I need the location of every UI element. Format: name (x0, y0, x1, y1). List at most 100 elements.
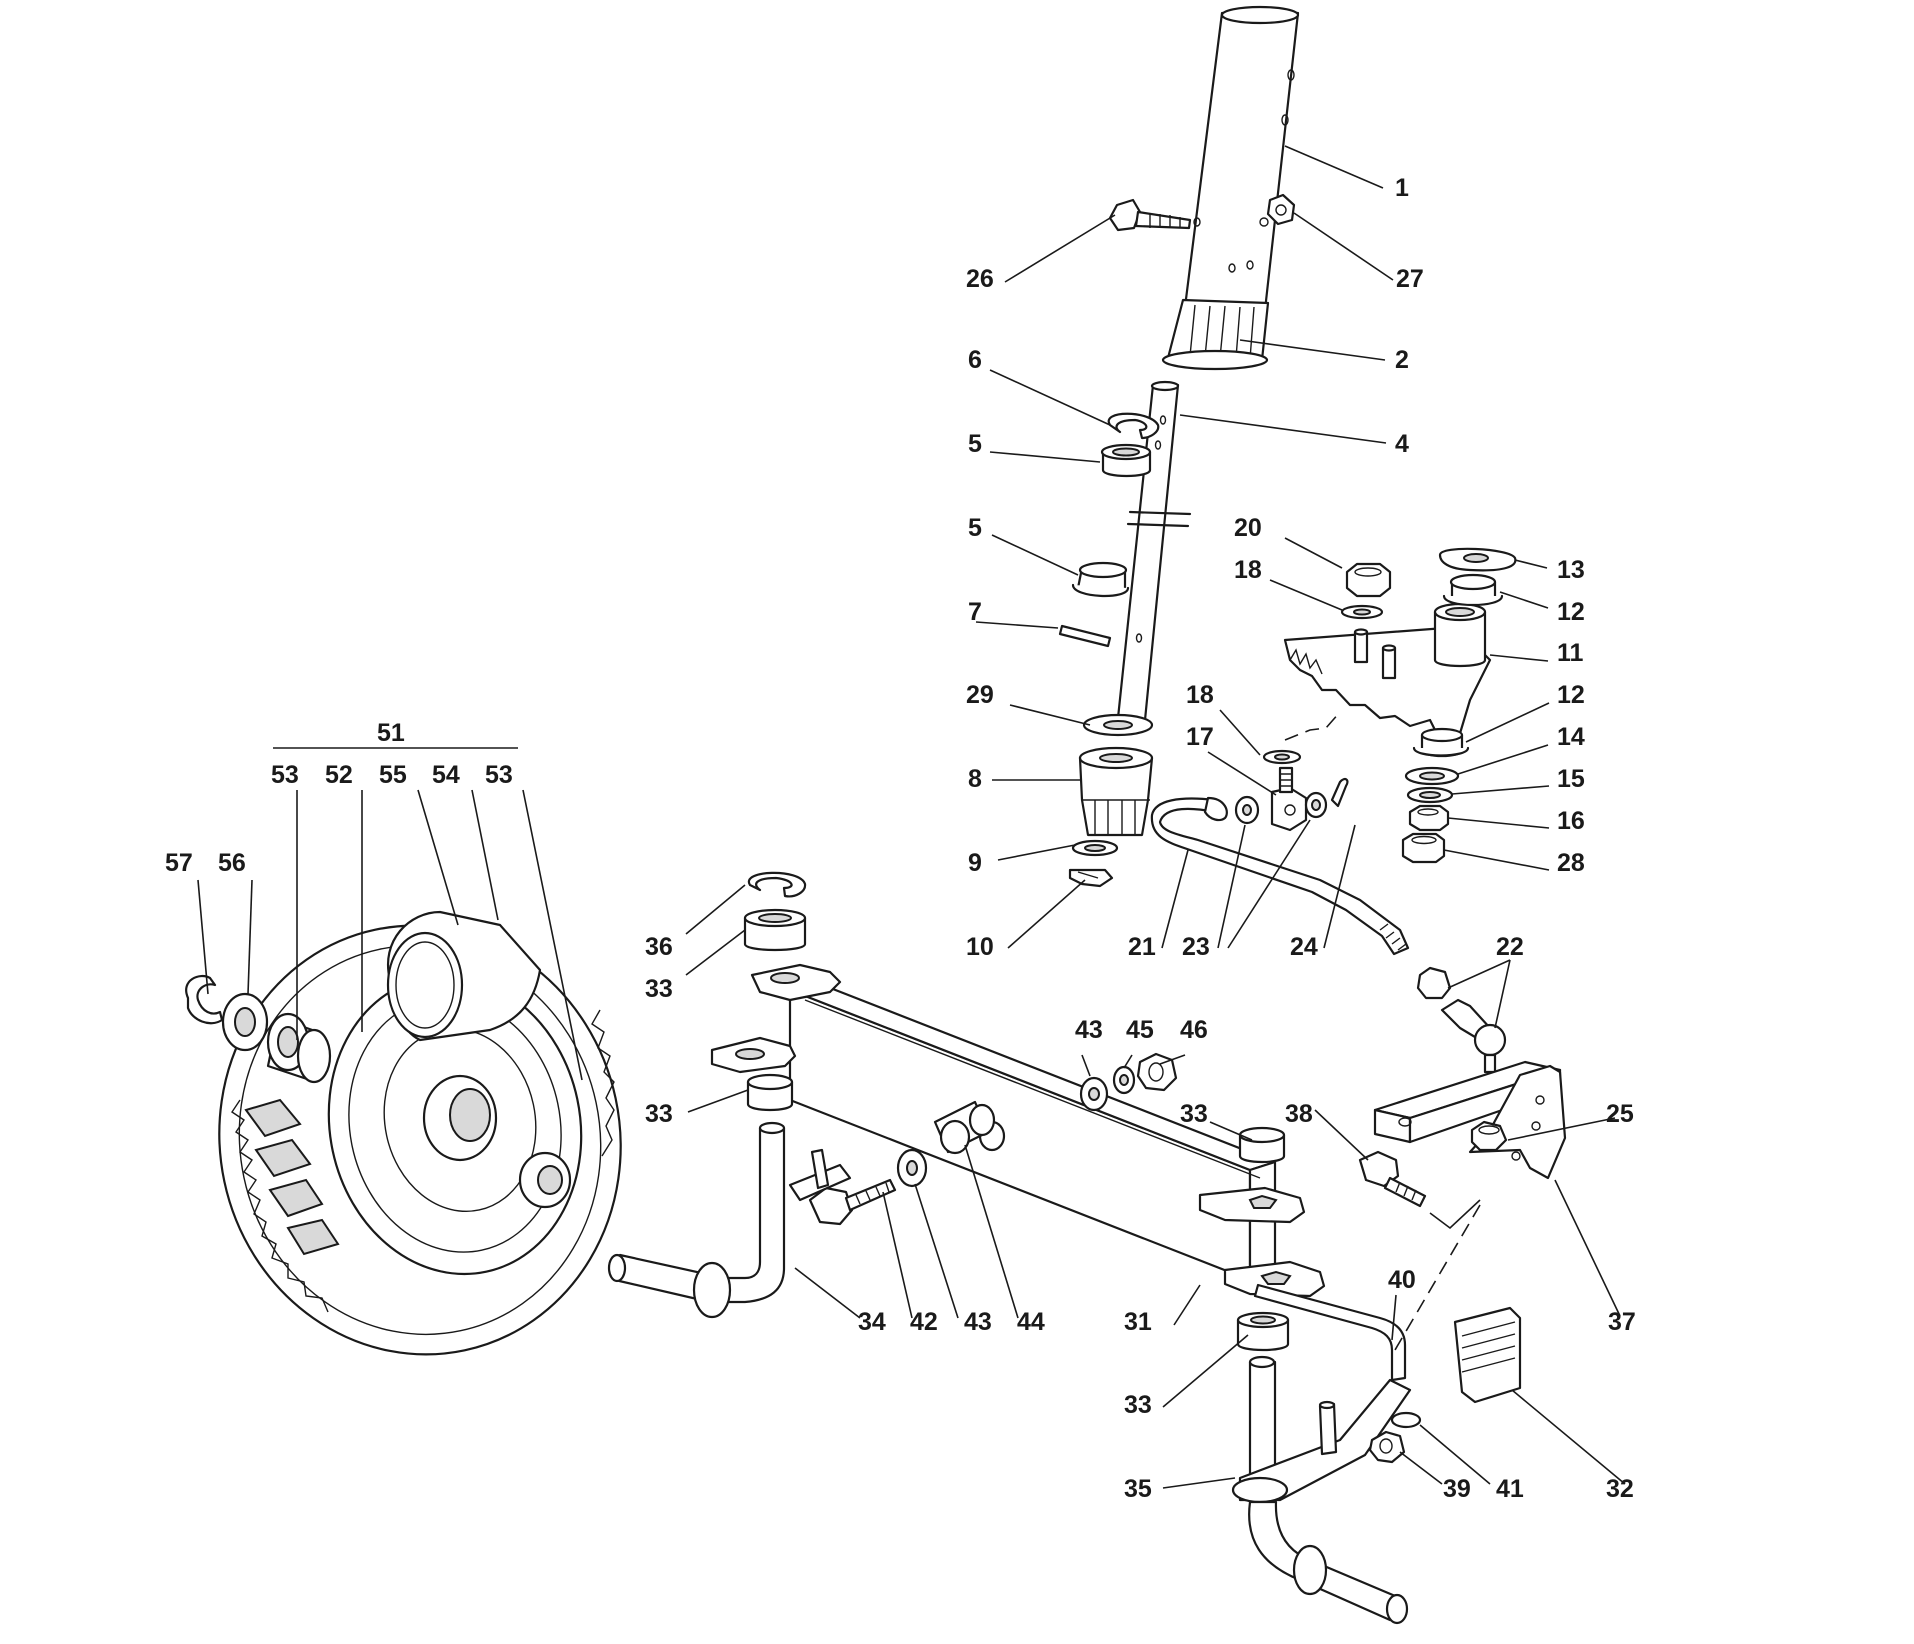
callout-23: 23 (1182, 933, 1210, 961)
washer-15 (1406, 786, 1454, 804)
callout-33c: 33 (1180, 1100, 1208, 1128)
callout-29: 29 (966, 681, 994, 709)
callout-57: 57 (165, 849, 193, 877)
callout-6: 6 (968, 346, 982, 374)
callout-21: 21 (1128, 933, 1156, 961)
lock-washer-45 (1112, 1065, 1136, 1095)
callout-18a: 18 (1234, 556, 1262, 584)
callout-15: 15 (1557, 765, 1585, 793)
bearing-5-upper (1100, 443, 1152, 478)
bushing-33-top (743, 908, 807, 952)
hub-cap-55 (386, 910, 542, 1042)
callout-37: 37 (1608, 1308, 1636, 1336)
retaining-clip-10 (1068, 868, 1114, 888)
drag-link-21 (1150, 796, 1410, 956)
washer-23-left (1234, 795, 1260, 825)
sector-gear-11 (1283, 602, 1492, 742)
callout-33a: 33 (645, 975, 673, 1003)
mounting-bracket-37 (1373, 1060, 1567, 1180)
callout-56: 56 (218, 849, 246, 877)
callout-33d: 33 (1124, 1391, 1152, 1419)
callout-18b: 18 (1186, 681, 1214, 709)
callout-52: 52 (325, 761, 353, 789)
callout-51: 51 (377, 719, 405, 747)
nut-20 (1345, 562, 1392, 598)
washer-18-lower (1262, 749, 1302, 765)
callout-5a: 5 (968, 430, 982, 458)
callout-17: 17 (1186, 723, 1214, 751)
bushing-12-lower (1412, 727, 1470, 758)
callout-11: 11 (1557, 639, 1584, 667)
callout-25: 25 (1606, 1100, 1634, 1128)
bushing-33-right (1238, 1126, 1286, 1164)
cotter-pin-24 (1330, 777, 1349, 808)
callout-45: 45 (1126, 1016, 1154, 1044)
bushing-33-left (746, 1073, 794, 1112)
callout-36: 36 (645, 933, 673, 961)
callout-53b: 53 (485, 761, 513, 789)
callout-44: 44 (1017, 1308, 1045, 1336)
callout-14: 14 (1557, 723, 1585, 751)
bolt-26 (1108, 198, 1192, 232)
callout-24: 24 (1290, 933, 1318, 961)
callout-43b: 43 (964, 1308, 992, 1336)
steering-column-tube (1183, 5, 1300, 312)
washer-23-right (1304, 791, 1328, 819)
callout-34: 34 (858, 1308, 886, 1336)
callout-22: 22 (1496, 933, 1524, 961)
callout-20: 20 (1234, 514, 1262, 542)
callout-54: 54 (432, 761, 460, 789)
bushing-12-upper (1442, 573, 1504, 607)
washer-9 (1071, 839, 1119, 857)
callout-16: 16 (1557, 807, 1585, 835)
callout-46: 46 (1180, 1016, 1208, 1044)
callout-55: 55 (379, 761, 407, 789)
spacer-tube-44 (933, 1100, 996, 1155)
bearing-53 (266, 1012, 332, 1084)
callout-31: 31 (1124, 1308, 1152, 1336)
callout-42: 42 (910, 1308, 938, 1336)
callout-9: 9 (968, 849, 982, 877)
callout-1: 1 (1395, 174, 1409, 202)
callout-32: 32 (1606, 1475, 1634, 1503)
callout-2: 2 (1395, 346, 1409, 374)
washer-13 (1438, 547, 1517, 572)
callout-4: 4 (1395, 430, 1409, 458)
callout-41: 41 (1496, 1475, 1524, 1503)
callout-7: 7 (968, 598, 982, 626)
washer-18-upper (1340, 604, 1384, 620)
pinion-gear-8 (1078, 746, 1154, 837)
leader-lines (197, 145, 1626, 1489)
bushing-33-bottom (1236, 1311, 1290, 1352)
washer-29 (1082, 713, 1154, 737)
spindle-35 (1231, 1355, 1412, 1625)
nut-46 (1136, 1052, 1178, 1092)
washer-41 (1390, 1411, 1422, 1429)
callout-33b: 33 (645, 1100, 673, 1128)
callout-26: 26 (966, 265, 994, 293)
callout-10: 10 (966, 933, 994, 961)
column-bushing (1161, 298, 1270, 371)
nut-39 (1368, 1430, 1406, 1464)
roll-pin-7 (1058, 624, 1112, 648)
circlip-36 (747, 871, 807, 898)
callout-53a: 53 (271, 761, 299, 789)
callout-43a: 43 (1075, 1016, 1103, 1044)
callout-39: 39 (1443, 1475, 1471, 1503)
end-cap-32 (1453, 1306, 1522, 1404)
callout-27: 27 (1396, 265, 1424, 293)
callout-28: 28 (1557, 849, 1585, 877)
callout-35: 35 (1124, 1475, 1152, 1503)
callout-5b: 5 (968, 514, 982, 542)
callout-12b: 12 (1557, 681, 1585, 709)
washer-56 (221, 992, 269, 1052)
nut-25 (1470, 1120, 1508, 1152)
swivel-block-17 (1270, 766, 1308, 832)
tie-rod-40 (1253, 1283, 1407, 1382)
callout-labels: 1 26 27 2 6 5 4 5 20 13 18 7 12 11 29 18… (165, 174, 1636, 1503)
circlip-6 (1107, 412, 1160, 440)
bolt-38 (1358, 1150, 1427, 1208)
front-axle-beam-31 (710, 963, 1326, 1298)
bearing-5-lower (1071, 561, 1130, 598)
callout-40: 40 (1388, 1266, 1416, 1294)
